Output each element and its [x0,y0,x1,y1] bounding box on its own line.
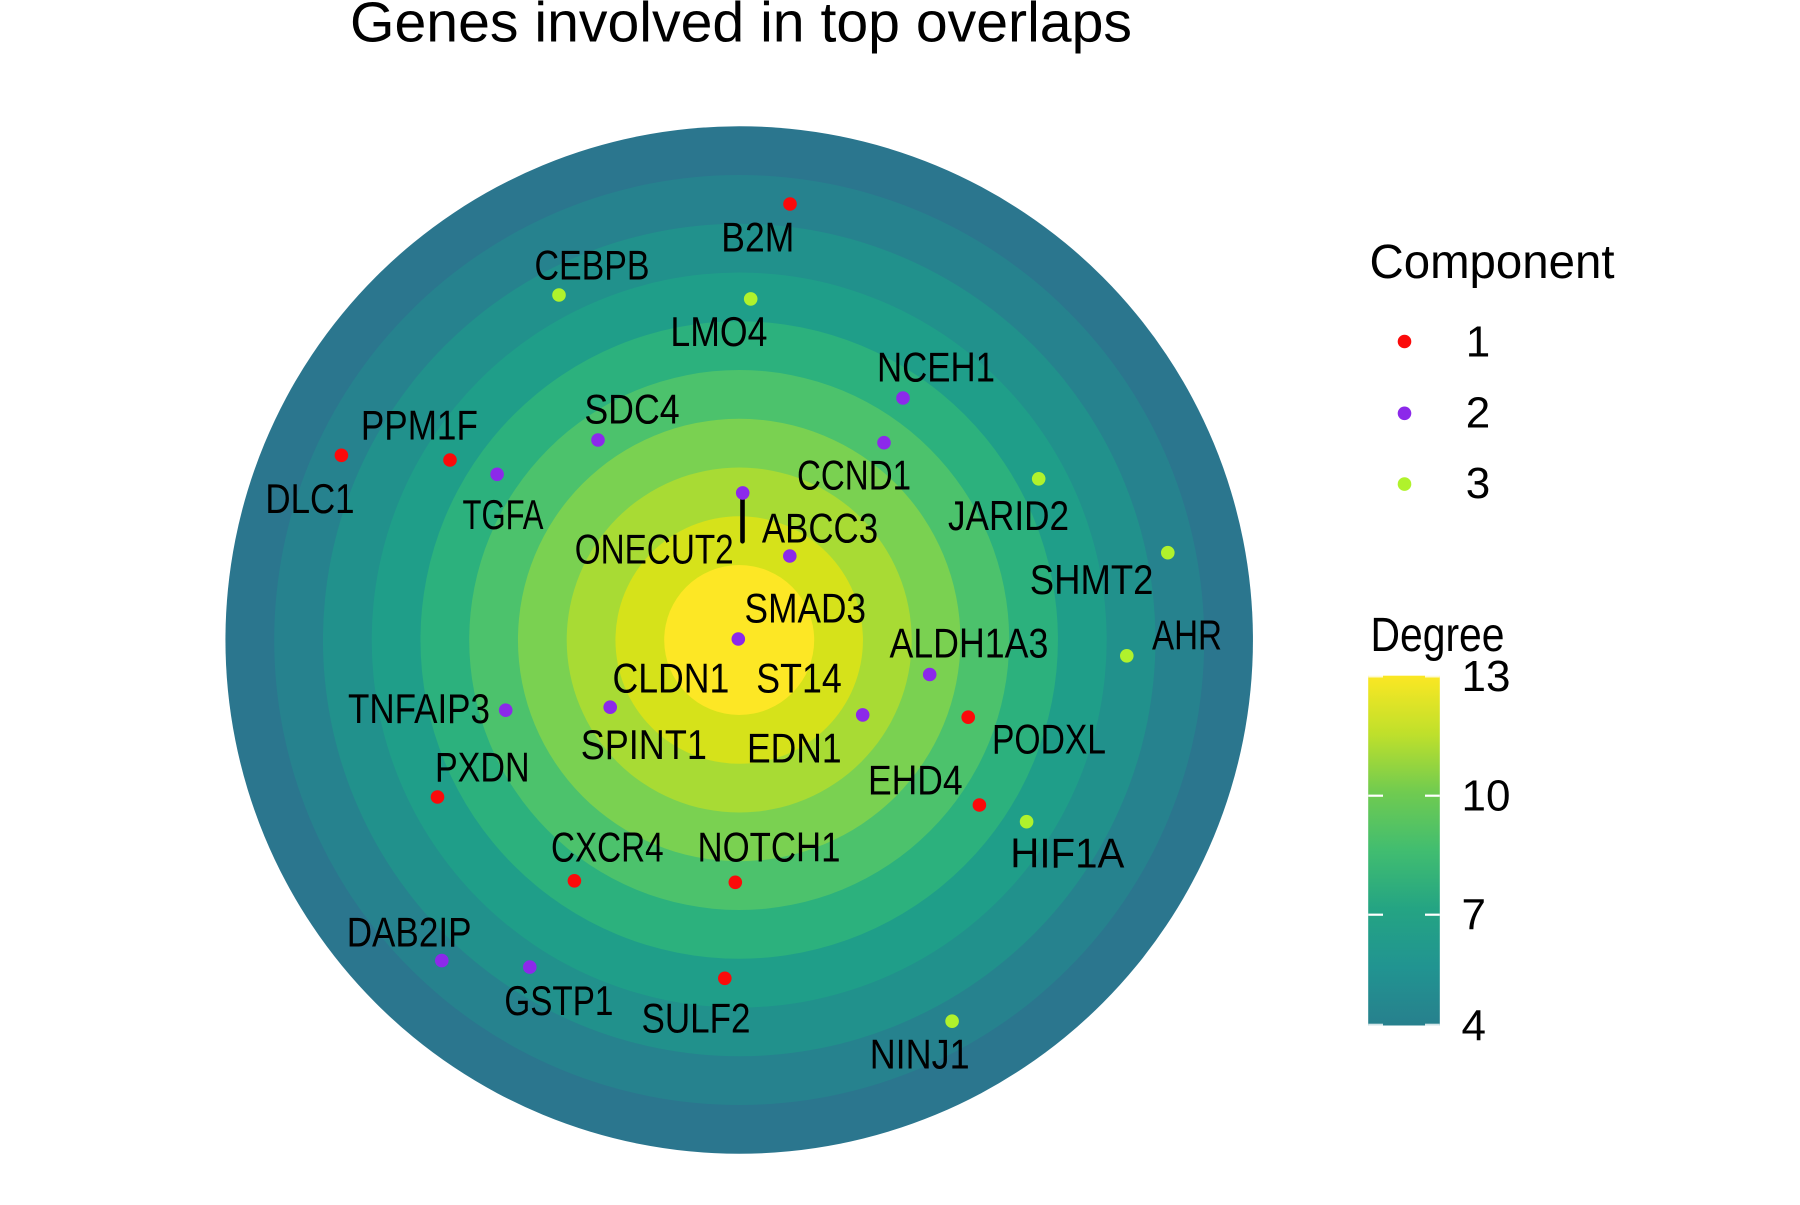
svg-text:NINJ1: NINJ1 [870,1031,970,1078]
svg-text:NOTCH1: NOTCH1 [698,824,841,871]
svg-text:DAB2IP: DAB2IP [347,908,472,955]
svg-text:SULF2: SULF2 [642,995,751,1042]
svg-text:TNFAIP3: TNFAIP3 [348,685,490,732]
svg-text:SPINT1: SPINT1 [581,721,707,768]
svg-text:4: 4 [1462,1002,1486,1051]
svg-text:HIF1A: HIF1A [1010,830,1124,877]
svg-text:ABCC3: ABCC3 [762,505,878,552]
svg-text:EHD4: EHD4 [868,756,963,803]
svg-text:2: 2 [1466,388,1490,437]
svg-text:7: 7 [1462,891,1486,940]
svg-text:PPM1F: PPM1F [361,402,478,449]
svg-text:SMAD3: SMAD3 [745,585,867,632]
svg-text:13: 13 [1462,652,1511,701]
svg-text:CLDN1: CLDN1 [613,655,730,702]
svg-text:B2M: B2M [721,214,794,261]
svg-text:CEBPB: CEBPB [535,242,650,289]
svg-text:ST14: ST14 [756,655,841,702]
svg-text:PODXL: PODXL [992,716,1106,763]
svg-text:3: 3 [1466,459,1490,508]
svg-text:1: 1 [1466,317,1490,366]
svg-text:AHR: AHR [1152,612,1222,659]
svg-text:Degree: Degree [1371,609,1505,662]
svg-text:LMO4: LMO4 [670,308,767,355]
svg-text:JARID2: JARID2 [948,492,1069,539]
svg-text:PXDN: PXDN [435,743,530,790]
svg-text:Component: Component [1370,236,1615,289]
svg-text:CXCR4: CXCR4 [551,824,664,871]
svg-text:NCEH1: NCEH1 [877,343,995,390]
svg-text:TGFA: TGFA [463,491,544,538]
svg-text:CCND1: CCND1 [797,452,911,499]
svg-text:ONECUT2: ONECUT2 [575,526,734,573]
svg-text:DLC1: DLC1 [265,475,354,522]
svg-text:Genes involved in top overlaps: Genes involved in top overlaps [350,0,1132,54]
svg-text:10: 10 [1462,772,1511,821]
svg-text:EDN1: EDN1 [747,725,842,772]
svg-text:GSTP1: GSTP1 [504,977,613,1024]
svg-text:SHMT2: SHMT2 [1030,556,1154,603]
svg-text:ALDH1A3: ALDH1A3 [889,620,1048,667]
svg-text:SDC4: SDC4 [584,386,679,433]
